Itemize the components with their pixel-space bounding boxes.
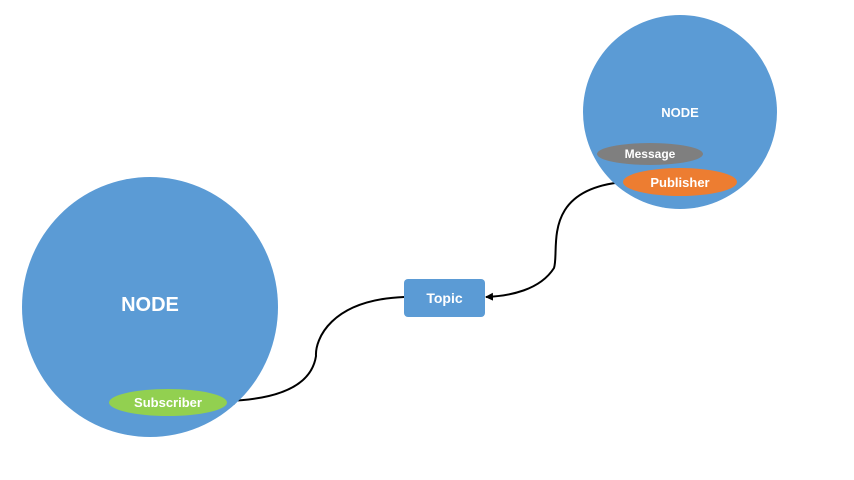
message-pill: Message	[597, 143, 703, 165]
topic-label: Topic	[426, 290, 463, 306]
publisher-pill: Publisher	[623, 168, 737, 196]
publisher-label: Publisher	[650, 174, 710, 190]
publisher-node-label: NODE	[661, 105, 699, 120]
subscriber-pill: Subscriber	[109, 389, 227, 416]
publisher-to-topic-connector	[485, 181, 624, 301]
message-label: Message	[624, 147, 676, 161]
subscriber-label: Subscriber	[134, 395, 202, 410]
subscriber-node-label: NODE	[121, 294, 179, 316]
topic-box: Topic	[404, 279, 485, 317]
